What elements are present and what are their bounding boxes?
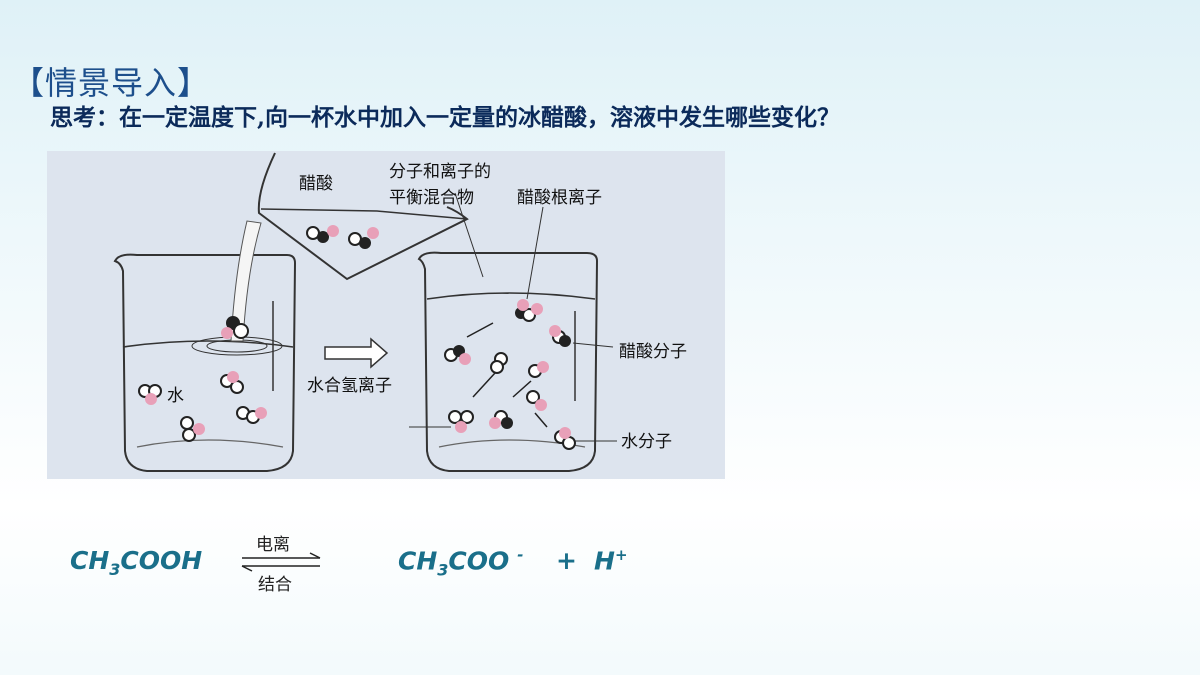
equilibrium-arrows xyxy=(241,552,321,572)
motion-arrows xyxy=(466,322,548,428)
reactant-part-b: COOH xyxy=(120,546,203,575)
question-text: 思考：在一定温度下,向一杯水中加入一定量的冰醋酸，溶液中发生哪些变化？ xyxy=(50,104,841,131)
product1-part-a: CH xyxy=(398,546,438,576)
plus-sign: + xyxy=(556,546,577,575)
label-pointers xyxy=(409,192,617,442)
product1-charge: - xyxy=(517,546,524,564)
label-water-molecule: 水分子 xyxy=(621,432,672,452)
left-beaker xyxy=(113,253,297,472)
beaker-illustration: 醋酸 水 分子和离子的 平衡混合物 醋酸根离子 醋酸分子 水合氢离子 水分子 xyxy=(47,151,725,479)
product2-formula: H+ xyxy=(594,546,628,575)
product2-charge: + xyxy=(614,546,628,564)
pouring-beaker xyxy=(257,152,469,281)
label-hydronium-ion: 水合氢离子 xyxy=(307,376,392,396)
forward-condition: 电离 xyxy=(256,535,290,555)
label-equilibrium-line1: 分子和离子的 xyxy=(389,162,491,182)
label-acetic-acid: 醋酸 xyxy=(299,174,333,194)
pouring-stream xyxy=(230,220,262,342)
product1-formula: CH3COO- xyxy=(398,546,524,579)
label-acetic-acid-molecule: 醋酸分子 xyxy=(619,342,687,362)
process-arrow xyxy=(324,337,389,369)
reverse-condition: 结合 xyxy=(258,575,292,595)
reactant-part-a: CH xyxy=(70,546,110,575)
molecules-right-beaker xyxy=(444,299,576,450)
product2-symbol: H xyxy=(594,546,615,576)
label-acetate-ion: 醋酸根离子 xyxy=(517,188,602,208)
label-water: 水 xyxy=(167,386,184,406)
reactant-formula: CH3COOH xyxy=(70,546,202,579)
reactant-subscript: 3 xyxy=(109,560,121,579)
beaker-diagram: 醋酸 水 分子和离子的 平衡混合物 醋酸根离子 醋酸分子 水合氢离子 水分子 xyxy=(113,152,687,472)
molecules-pouring-beaker xyxy=(306,225,379,249)
product1-subscript: 3 xyxy=(437,560,449,580)
section-title: 【情景导入】 xyxy=(12,64,211,102)
label-equilibrium-line2: 平衡混合物 xyxy=(389,188,474,208)
molecules-left-beaker xyxy=(138,316,267,442)
product1-part-b: COO xyxy=(448,546,510,576)
